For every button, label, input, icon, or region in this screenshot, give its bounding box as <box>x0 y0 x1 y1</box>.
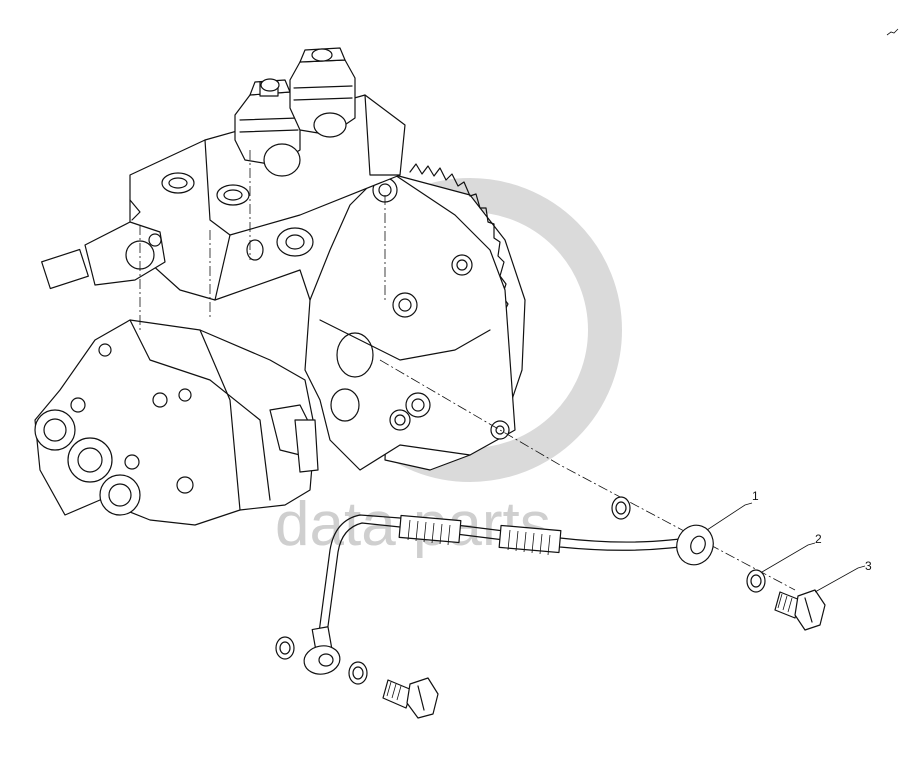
banjo-fitting-icon <box>676 524 714 566</box>
sealing-washer-icon <box>275 636 368 685</box>
banjo-bolt-part <box>774 589 826 631</box>
callout-2: 2 <box>761 532 822 573</box>
sealing-washer-part <box>746 569 766 593</box>
callout-number: 2 <box>815 532 822 546</box>
solenoid-valve-icon <box>41 199 166 290</box>
sealing-washer-icon <box>611 496 631 520</box>
banjo-fitting-icon <box>303 626 341 675</box>
corner-mark-icon <box>886 28 899 36</box>
callout-number: 3 <box>865 559 872 573</box>
fuel-pipe-part <box>303 514 714 675</box>
callout-number: 1 <box>752 489 759 503</box>
assembly-axis-line <box>379 359 796 591</box>
callout-3: 3 <box>814 559 872 593</box>
callout-1: 1 <box>706 489 759 531</box>
pump-flange <box>304 174 516 471</box>
banjo-bolt-icon <box>382 677 439 719</box>
pump-assembly <box>34 47 526 526</box>
